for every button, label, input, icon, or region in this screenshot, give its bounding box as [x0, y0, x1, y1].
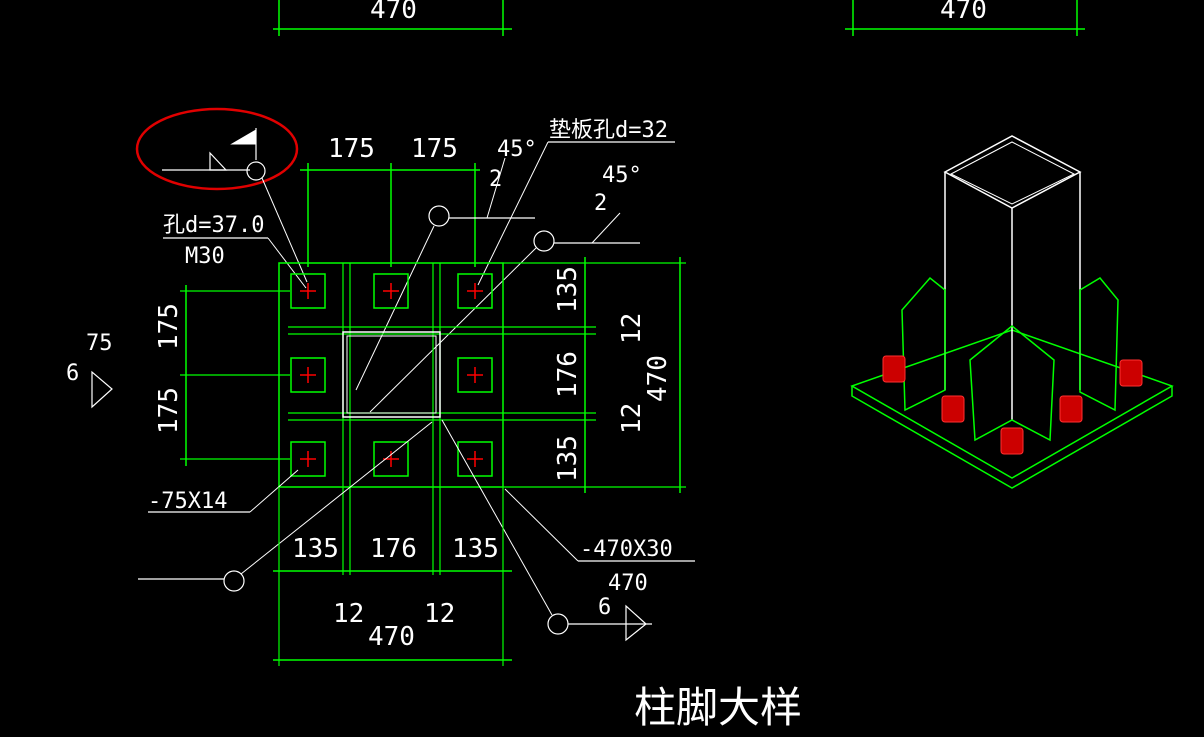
weld-size-2: 2: [594, 191, 607, 216]
bolt-4: [290, 357, 326, 393]
fillet-weld-icon: [209, 151, 228, 171]
left-weld-size: 75: [86, 331, 113, 356]
section-arrow-icon: [91, 370, 113, 409]
left-section-marker: 75 6: [66, 331, 113, 409]
bottom-spacing-2: 176: [370, 534, 417, 564]
bolt-hole-callout: 孔d=37.0 M30: [163, 213, 307, 289]
bottom-right-section-marker: 470 6: [441, 419, 652, 642]
stiffener-thk: 6: [598, 595, 611, 620]
bolt-7: [373, 441, 409, 477]
bolt-size-label: M30: [185, 244, 225, 269]
right-spacing-1: 135: [553, 266, 583, 313]
weld-callout-1: 45° 2: [355, 137, 537, 391]
bolt-6: [290, 441, 326, 477]
right-gap-1: 12: [617, 313, 647, 344]
bottom-spacing-dimension: 135 176 135 12 12 470: [273, 487, 512, 666]
washer-plate-callout: -75X14: [148, 469, 299, 514]
isometric-column-base: [850, 135, 1174, 489]
bottom-gap-1: 12: [333, 599, 364, 629]
base-plate-callout: -470X30: [504, 488, 695, 562]
weld-callout-2: 45° 2: [369, 163, 642, 413]
washer-hole-callout: 垫板孔d=32: [477, 118, 675, 286]
base-plate-plan: [278, 262, 596, 575]
bolt-hole-label: 孔d=37.0: [163, 213, 264, 238]
bottom-gap-2: 12: [424, 599, 455, 629]
top-right-dimension: 470: [845, 0, 1085, 36]
field-weld-flag-icon: [230, 129, 257, 145]
bottom-left-callout: [138, 421, 433, 592]
weld-angle-2: 45°: [602, 163, 642, 188]
left-spacing-1: 175: [154, 303, 184, 350]
bolt-2: [373, 273, 409, 309]
top-left-dimension: 470: [273, 0, 512, 36]
stiffener-size: 470: [608, 571, 648, 596]
weld-symbol-highlighted: [135, 107, 308, 283]
left-spacing-2: 175: [154, 387, 184, 434]
washer-hole-label: 垫板孔d=32: [549, 118, 668, 143]
right-spacing-dimension: 135 176 135 12 12 470: [503, 257, 686, 493]
bolt-1: [290, 273, 326, 309]
top-spacing-dimension: 175 175: [300, 134, 480, 267]
left-spacing-dimension: 175 175: [154, 285, 290, 466]
right-spacing-2: 176: [553, 351, 583, 398]
left-weld-thk: 6: [66, 361, 79, 386]
section-arrow-icon: [625, 604, 647, 642]
right-gap-2: 12: [617, 403, 647, 434]
top-spacing-1: 175: [328, 134, 375, 164]
washer-plate-label: -75X14: [148, 489, 227, 514]
bottom-spacing-3: 135: [452, 534, 499, 564]
base-plate-label: -470X30: [580, 537, 673, 562]
bottom-total: 470: [368, 622, 415, 652]
drawing-title: 柱脚大样: [634, 683, 802, 732]
bottom-spacing-1: 135: [292, 534, 339, 564]
bolt-8: [457, 441, 493, 477]
weld-size-1: 2: [489, 167, 502, 192]
highlight-ellipse: [135, 107, 299, 191]
bolt-3: [457, 273, 493, 309]
top-left-dim-value: 470: [370, 0, 417, 25]
bolt-grid: [290, 273, 493, 477]
top-spacing-2: 175: [411, 134, 458, 164]
weld-angle-1: 45°: [497, 137, 537, 162]
right-spacing-3: 135: [553, 435, 583, 482]
column-section: [342, 331, 441, 418]
right-total: 470: [643, 355, 673, 402]
bolt-5: [457, 357, 493, 393]
top-right-dim-value: 470: [940, 0, 987, 25]
